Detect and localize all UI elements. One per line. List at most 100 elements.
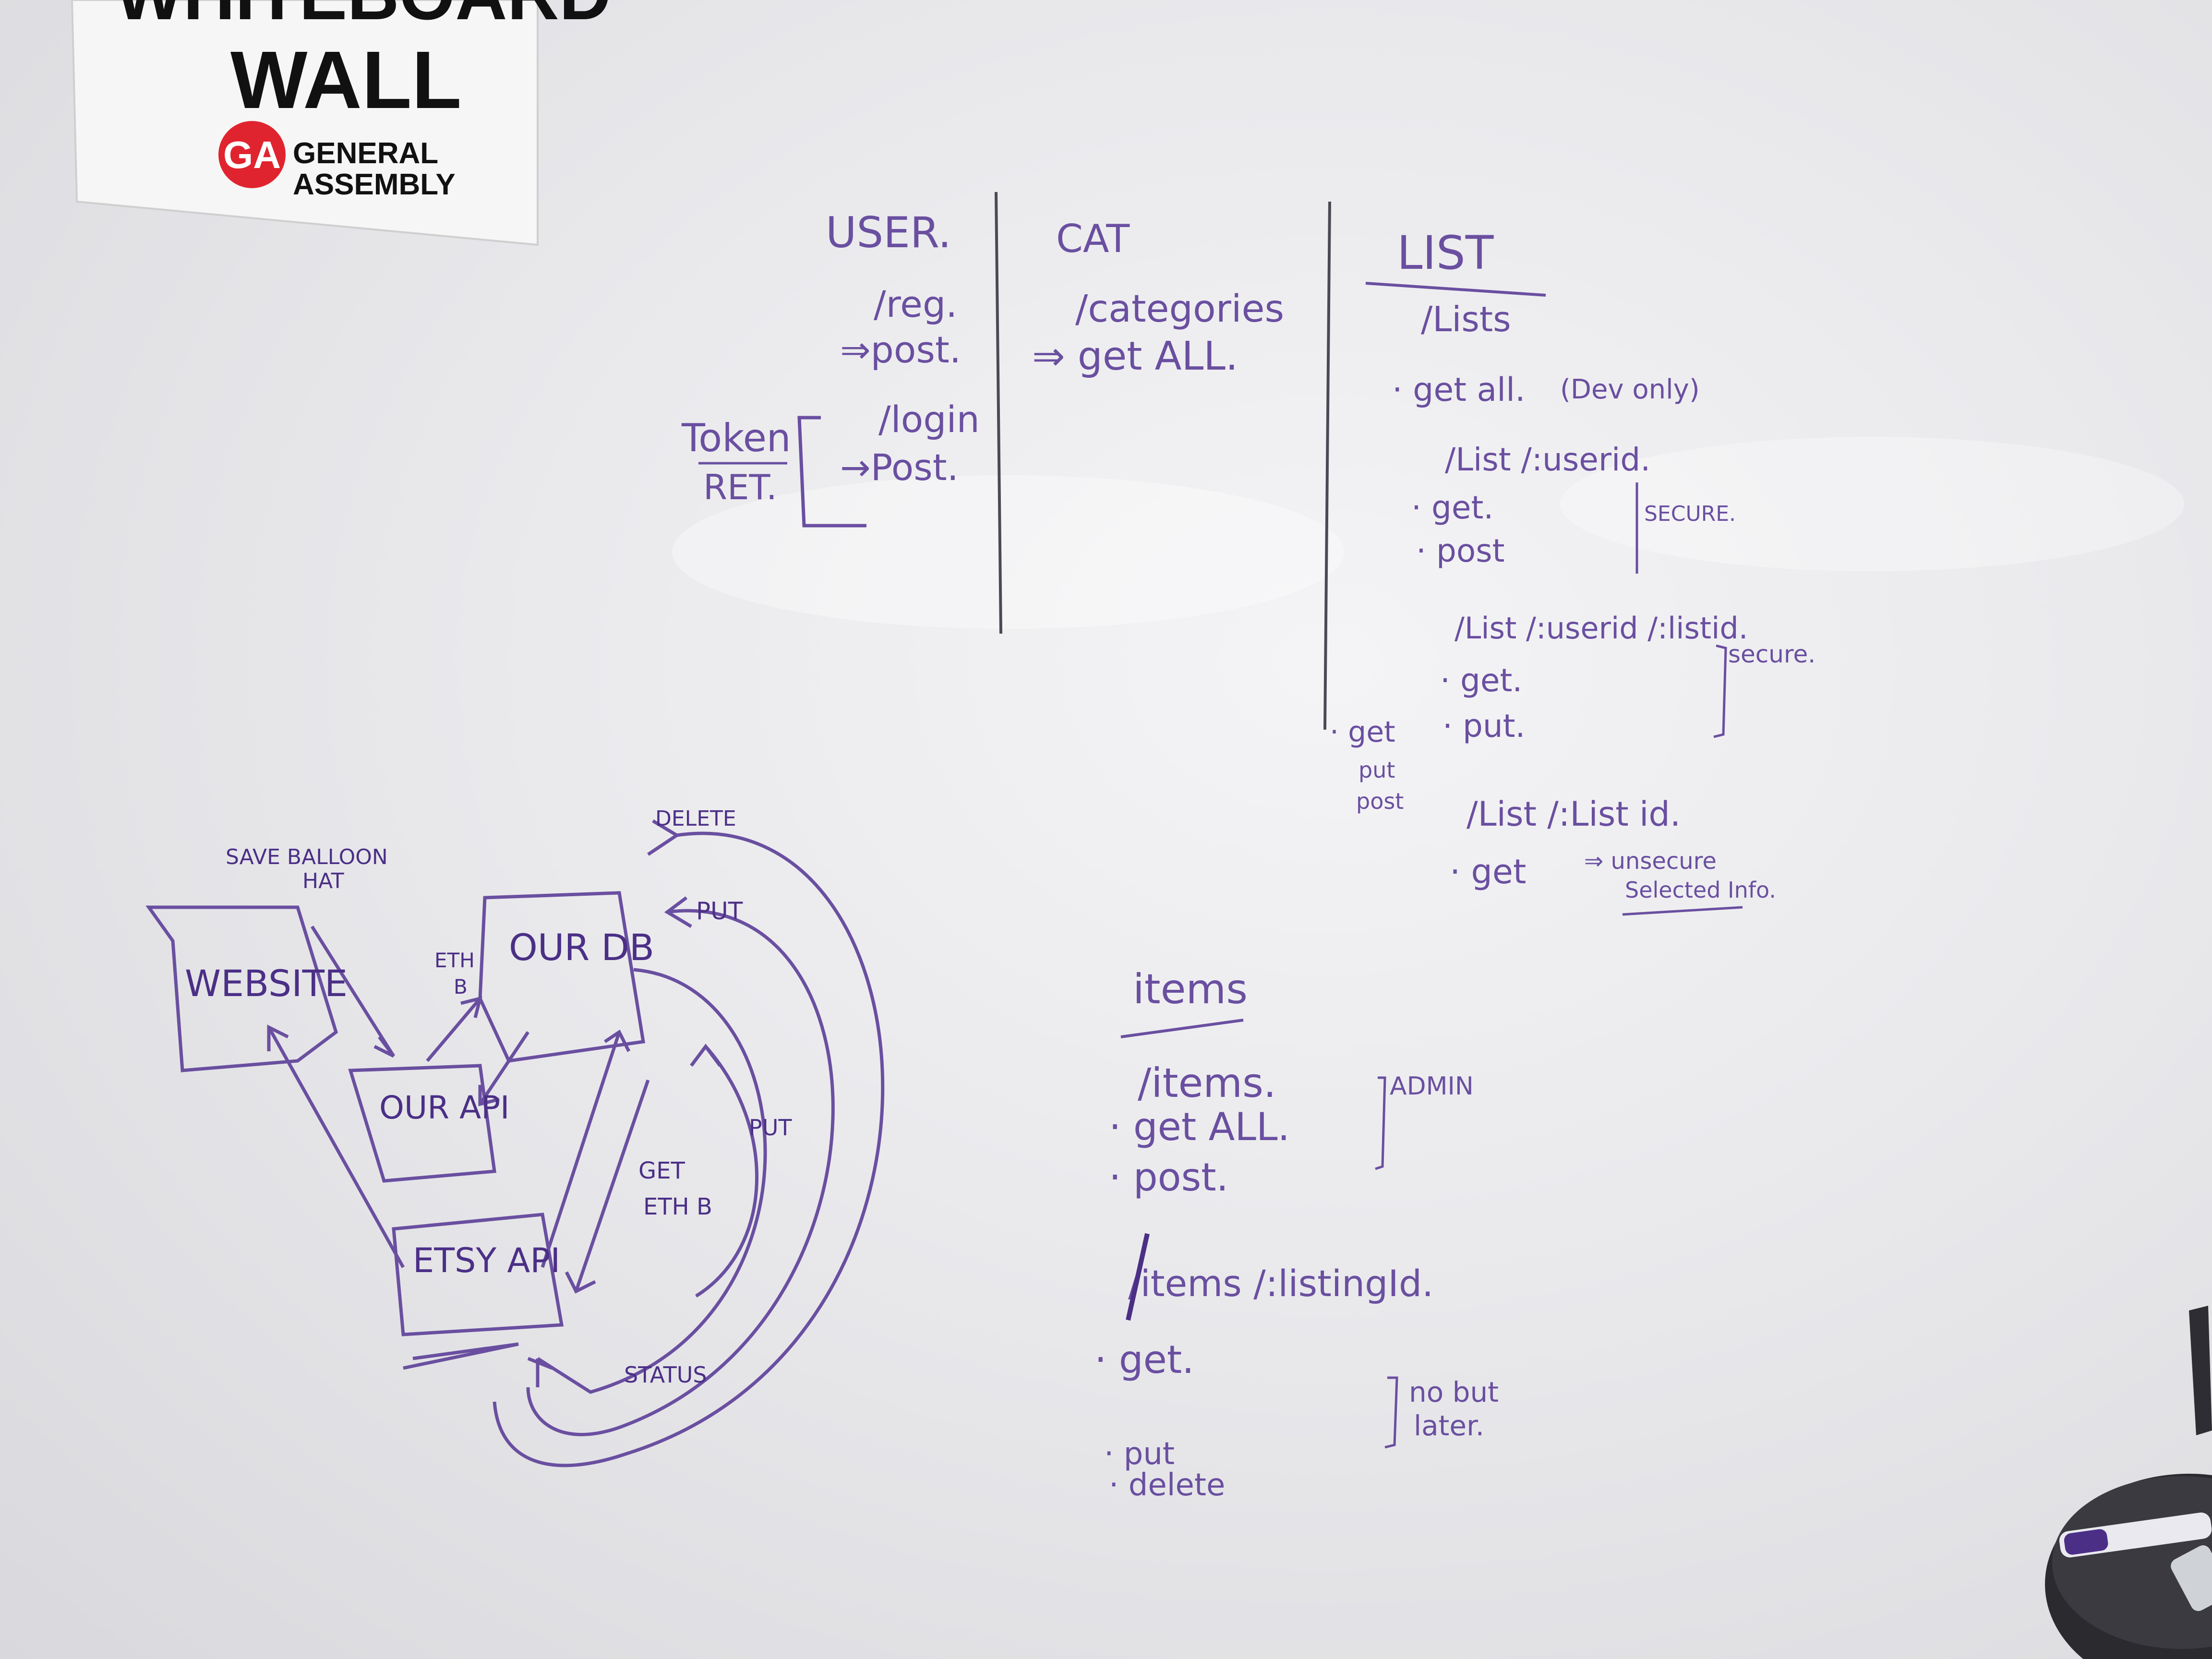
website-to-etsy-line — [267, 1026, 405, 1268]
our-api-label: OUR API — [379, 1089, 510, 1126]
db-to-etsy-arrow — [604, 1029, 631, 1052]
cat-header: CAT — [1056, 216, 1130, 261]
items-listing-route: /items /:listingId. — [1128, 1262, 1433, 1305]
api-to-db-arrow — [460, 996, 482, 1018]
items-slash-stroke — [1126, 1233, 1150, 1321]
items-later: later. — [1414, 1409, 1484, 1442]
user-login-route: /login — [878, 398, 980, 441]
list-secure-2: secure. — [1728, 640, 1815, 668]
items-admin: ADMIN — [1390, 1072, 1474, 1101]
website-to-api-arrow — [373, 1035, 395, 1058]
later-bracket — [1384, 1376, 1398, 1449]
list-listid-route: /List /:List id. — [1467, 794, 1681, 834]
cat-method: ⇒ get ALL. — [1032, 334, 1238, 379]
user-reg-route: /reg. — [874, 283, 957, 325]
sign-title-line2: WALL — [230, 35, 462, 126]
list-dev-only: (Dev only) — [1560, 374, 1700, 405]
architecture-diagram — [145, 819, 885, 1467]
delete-arc — [493, 831, 885, 1467]
delete-arrowhead — [647, 819, 680, 856]
our-db-box — [478, 891, 646, 1063]
list-selected-info: Selected Info. — [1625, 877, 1776, 903]
column-dividers — [995, 192, 1331, 730]
items-header: items — [1133, 965, 1248, 1013]
token-bracket — [797, 416, 866, 528]
list-header: LIST — [1397, 226, 1494, 280]
put-inner-arc — [695, 1045, 758, 1298]
items-get-all: · get ALL. — [1109, 1105, 1290, 1149]
etsy-api-box — [392, 1213, 564, 1336]
list-userlist-put: · put. — [1443, 708, 1526, 745]
list-get-all: · get all. — [1392, 371, 1526, 409]
sign-brand-line2: ASSEMBLY — [293, 168, 456, 201]
list-user-post: · post — [1416, 532, 1505, 569]
our-db-label-line: OUR DB — [509, 926, 654, 969]
list-user-route: /List /:userid. — [1445, 441, 1650, 478]
glare — [672, 475, 1344, 629]
items-delete: · delete — [1109, 1467, 1225, 1503]
eth-b-label: ETH B — [643, 1193, 712, 1220]
b-label: B — [454, 975, 468, 998]
items-no-but: no but — [1409, 1376, 1499, 1408]
db-to-etsy-line — [541, 1031, 621, 1268]
user-section: USER. /reg. ⇒post. /login →Post. Token R… — [681, 208, 980, 528]
put-inner-arrowhead — [690, 1044, 721, 1067]
hat-label: HAT — [302, 869, 344, 893]
ga-logo-mark: GA — [223, 133, 281, 176]
diagram-labels: WEBSITE OUR DB OUR API ETSY API SAVE BAL… — [185, 806, 792, 1388]
list-side-put: put — [1358, 757, 1395, 783]
list-route: /Lists — [1421, 299, 1511, 339]
put-arc — [526, 909, 835, 1436]
status-arc — [537, 968, 767, 1394]
admin-bracket — [1375, 1076, 1386, 1170]
website-label: WEBSITE — [185, 962, 348, 1005]
user-reg-method: ⇒post. — [840, 328, 961, 371]
website-box — [145, 905, 338, 1072]
sign-title-line1: WHITEBOARD — [115, 0, 611, 35]
selected-info-underline — [1622, 906, 1743, 916]
laptop-edge — [2189, 1306, 2212, 1435]
cat-section: CAT /categories ⇒ get ALL. — [1032, 216, 1284, 379]
db-to-api-arrow — [478, 1085, 500, 1106]
our-api-box — [348, 1064, 496, 1183]
list-userlist-get: · get. — [1440, 662, 1522, 699]
sign-brand-line1: GENERAL — [293, 137, 438, 170]
cat-route: /categories — [1075, 288, 1284, 331]
etsy-get-line — [574, 1079, 650, 1292]
glare — [1560, 437, 2184, 571]
list-side-get: · get — [1330, 715, 1395, 749]
items-put: · put — [1104, 1436, 1175, 1472]
list-header-underline — [1365, 282, 1546, 297]
secure-bracket-2 — [1713, 644, 1727, 738]
items-route: /items. — [1138, 1059, 1276, 1106]
etsy-underline — [403, 1342, 519, 1370]
items-get: · get. — [1094, 1337, 1194, 1382]
eraser-icon — [2171, 1545, 2212, 1611]
save-balloon-label: SAVE BALLOON — [226, 845, 388, 869]
put-label-2: PUT — [749, 1115, 792, 1141]
delete-label: DELETE — [655, 806, 736, 831]
list-listid-get: · get — [1450, 852, 1526, 891]
get-eth-label: GET — [638, 1157, 685, 1184]
user-login-method: →Post. — [840, 446, 959, 489]
website-to-etsy-arrow — [267, 1024, 289, 1051]
whiteboard-wall-sign: WHITEBOARD WALL GA GENERAL ASSEMBLY — [71, 0, 611, 246]
website-to-api-line — [311, 926, 395, 1057]
list-unsecure: ⇒ unsecure — [1584, 848, 1717, 875]
items-header-underline — [1120, 1019, 1244, 1038]
items-post: · post. — [1109, 1155, 1228, 1200]
list-side-post: post — [1356, 788, 1404, 814]
token-label: Token — [681, 416, 791, 460]
list-userlist-route: /List /:userid /:listid. — [1455, 611, 1748, 646]
list-section: LIST /Lists · get all. (Dev only) /List … — [1330, 226, 1815, 916]
list-user-get: · get. — [1411, 489, 1493, 526]
api-to-db-line — [426, 997, 481, 1062]
ret-label: RET. — [703, 467, 777, 507]
put-arrowhead — [664, 896, 692, 928]
user-header: USER. — [826, 208, 951, 257]
status-label: STATUS — [624, 1362, 707, 1388]
ga-logo-icon — [218, 121, 286, 188]
list-secure-1: SECURE. — [1644, 502, 1736, 526]
status-arrowhead — [527, 1357, 553, 1387]
